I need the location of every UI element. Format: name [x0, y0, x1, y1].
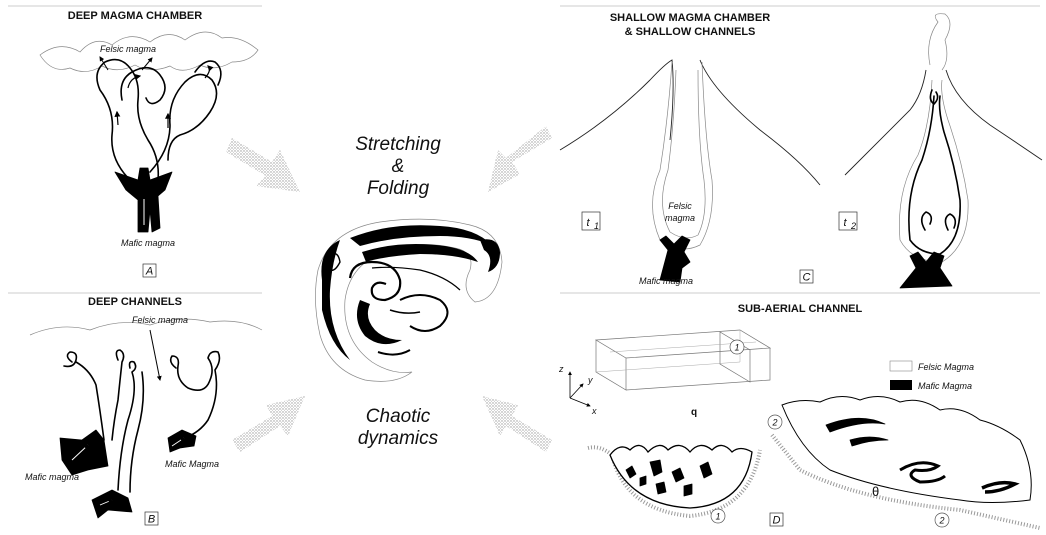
axes-triad: z y x: [558, 364, 597, 416]
eruption-plume: [929, 14, 950, 70]
panel-a-felsic-label: Felsic magma: [100, 44, 156, 54]
theta-label: θ: [872, 484, 879, 499]
panel-d-title: SUB-AERIAL CHANNEL: [738, 303, 863, 315]
panel-a-letter: A: [145, 266, 153, 278]
t2-sub: 2: [850, 221, 856, 231]
panel-b-mafic-label-right: Mafic Magma: [165, 459, 219, 469]
arrow-d-to-center: [482, 396, 552, 452]
panel-c-title-line2: & SHALLOW CHANNELS: [625, 26, 756, 38]
panel-a-deep-magma-chamber: DEEP MAGMA CHAMBER Felsic magma Mafic ma…: [40, 10, 258, 278]
axis-z: z: [558, 364, 564, 374]
center-top-line1: Stretching: [355, 134, 441, 155]
center-concept: Stretching & Folding Chaotic dynamics: [226, 126, 552, 452]
arrow-b-to-center: [232, 396, 305, 452]
plume-lobe-right: [150, 74, 217, 172]
channel-mid-2: [130, 372, 143, 492]
center-top-line2: &: [392, 156, 405, 177]
plume-lobe-top: [121, 68, 165, 104]
volcano2-right-flank: [946, 70, 1042, 160]
center-bottom-line2: dynamics: [358, 428, 439, 449]
arrow-c-to-center: [488, 126, 552, 192]
t1-sub: 1: [594, 221, 599, 231]
section2-label: 2: [771, 418, 777, 428]
chaotic-mixing-pattern: [315, 219, 502, 381]
mafic-blob-right: [168, 430, 196, 452]
section1-label: 1: [734, 343, 739, 353]
panel-c-felsic-line1: Felsic: [668, 201, 692, 211]
legend-felsic-label: Felsic Magma: [918, 362, 974, 372]
panel-c-shallow-chamber: SHALLOW MAGMA CHAMBER & SHALLOW CHANNELS…: [560, 12, 1042, 288]
chamber-t2-inner: [909, 96, 960, 254]
panel-b-title: DEEP CHANNELS: [88, 296, 182, 308]
panel-b-mafic-label-left: Mafic magma: [25, 472, 79, 482]
legend: Felsic Magma Mafic Magma: [890, 361, 974, 391]
channel-box-3d: [596, 330, 770, 390]
panel-c-title-line1: SHALLOW MAGMA CHAMBER: [610, 12, 770, 24]
spiral-t2-left: [922, 212, 932, 230]
channel-left-inner: [112, 350, 124, 440]
panel-a-mafic-label: Mafic magma: [121, 238, 175, 248]
panel-b-letter: B: [148, 514, 155, 526]
panel-b-felsic-label: Felsic magma: [132, 315, 188, 325]
mafic-blob-left: [60, 430, 108, 475]
q-label: q: [691, 407, 697, 418]
panel-d-subaerial-channel: SUB-AERIAL CHANNEL z y x 1 2 q Felsic Ma…: [558, 303, 1040, 528]
axis-x: x: [591, 406, 597, 416]
volcano-right-flank: [700, 60, 820, 185]
legend-mafic-swatch: [890, 380, 912, 390]
mafic-blob-bottom: [92, 490, 132, 518]
spiral-left: [64, 352, 76, 366]
axis-y: y: [587, 375, 593, 385]
arrow-a-to-center: [226, 138, 300, 192]
panel-c-mafic-label: Mafic magma: [639, 276, 693, 286]
cross-section-1: 1: [588, 445, 760, 523]
panel-a-title: DEEP MAGMA CHAMBER: [68, 10, 203, 22]
panel-c-letter: C: [803, 272, 811, 284]
center-top-line3: Folding: [367, 178, 430, 199]
mafic-feeder-t2: [900, 252, 952, 288]
volcano-left-flank: [560, 60, 673, 150]
legend-mafic-label: Mafic Magma: [918, 381, 972, 391]
channel-right: [171, 352, 220, 438]
center-bottom-line1: Chaotic: [366, 406, 431, 427]
panel-d-letter: D: [773, 515, 781, 527]
channel-left-outer: [76, 362, 104, 440]
section2-bottom-label: 2: [938, 516, 944, 526]
panel-c-felsic-line2: magma: [665, 213, 695, 223]
section1-bottom-label: 1: [715, 512, 720, 522]
volcano2-left-flank: [845, 70, 926, 175]
plume-lobe-left: [97, 60, 158, 180]
legend-felsic-swatch: [890, 361, 912, 371]
cross-section-2: θ 2: [772, 396, 1040, 528]
spiral-t2-right: [945, 214, 955, 230]
panel-b-deep-channels: DEEP CHANNELS Felsic magma Mafic magma M…: [25, 296, 262, 526]
